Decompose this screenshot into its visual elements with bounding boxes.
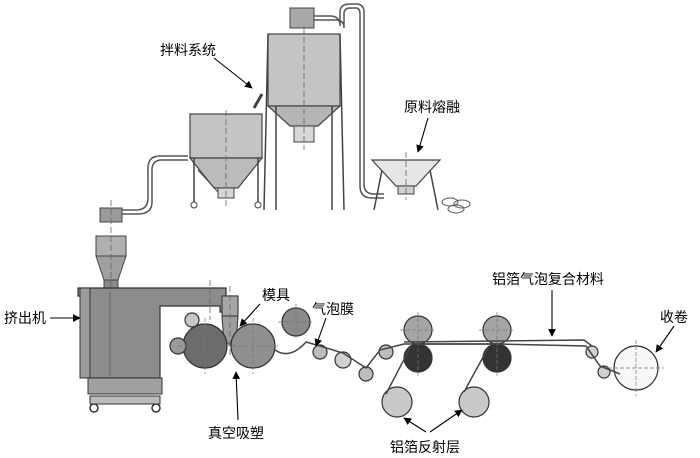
conveying-pipes: [122, 3, 384, 215]
foil-roll-1: [381, 386, 413, 418]
film-path: [274, 339, 621, 395]
leader-arrows: [50, 57, 675, 433]
label-raw-melt: 原料熔融: [404, 100, 460, 116]
label-die: 模具: [262, 288, 290, 304]
roller-small-c: [358, 366, 374, 382]
middle-mixing-tank: [188, 110, 264, 209]
foil-roll-2: [458, 386, 490, 418]
large-mixing-tank: [252, 7, 345, 211]
label-winding: 收卷: [660, 310, 688, 326]
extruder-hopper: [95, 200, 127, 292]
label-al-foil-reflective: 铝箔反射层: [390, 440, 460, 456]
roller-small-b: [334, 351, 352, 369]
melt-funnel: [370, 152, 471, 214]
label-composite-material: 铝箔气泡复合材料: [492, 271, 604, 288]
extruder-body: [77, 280, 239, 413]
label-vacuum-forming: 真空吸塑: [208, 426, 264, 442]
roller-small-top: [184, 312, 200, 328]
label-extruder: 挤出机: [4, 311, 46, 327]
rollers: [169, 307, 659, 418]
label-mixing-system: 拌料系统: [160, 43, 216, 59]
label-bubble-film: 气泡膜: [312, 302, 354, 318]
